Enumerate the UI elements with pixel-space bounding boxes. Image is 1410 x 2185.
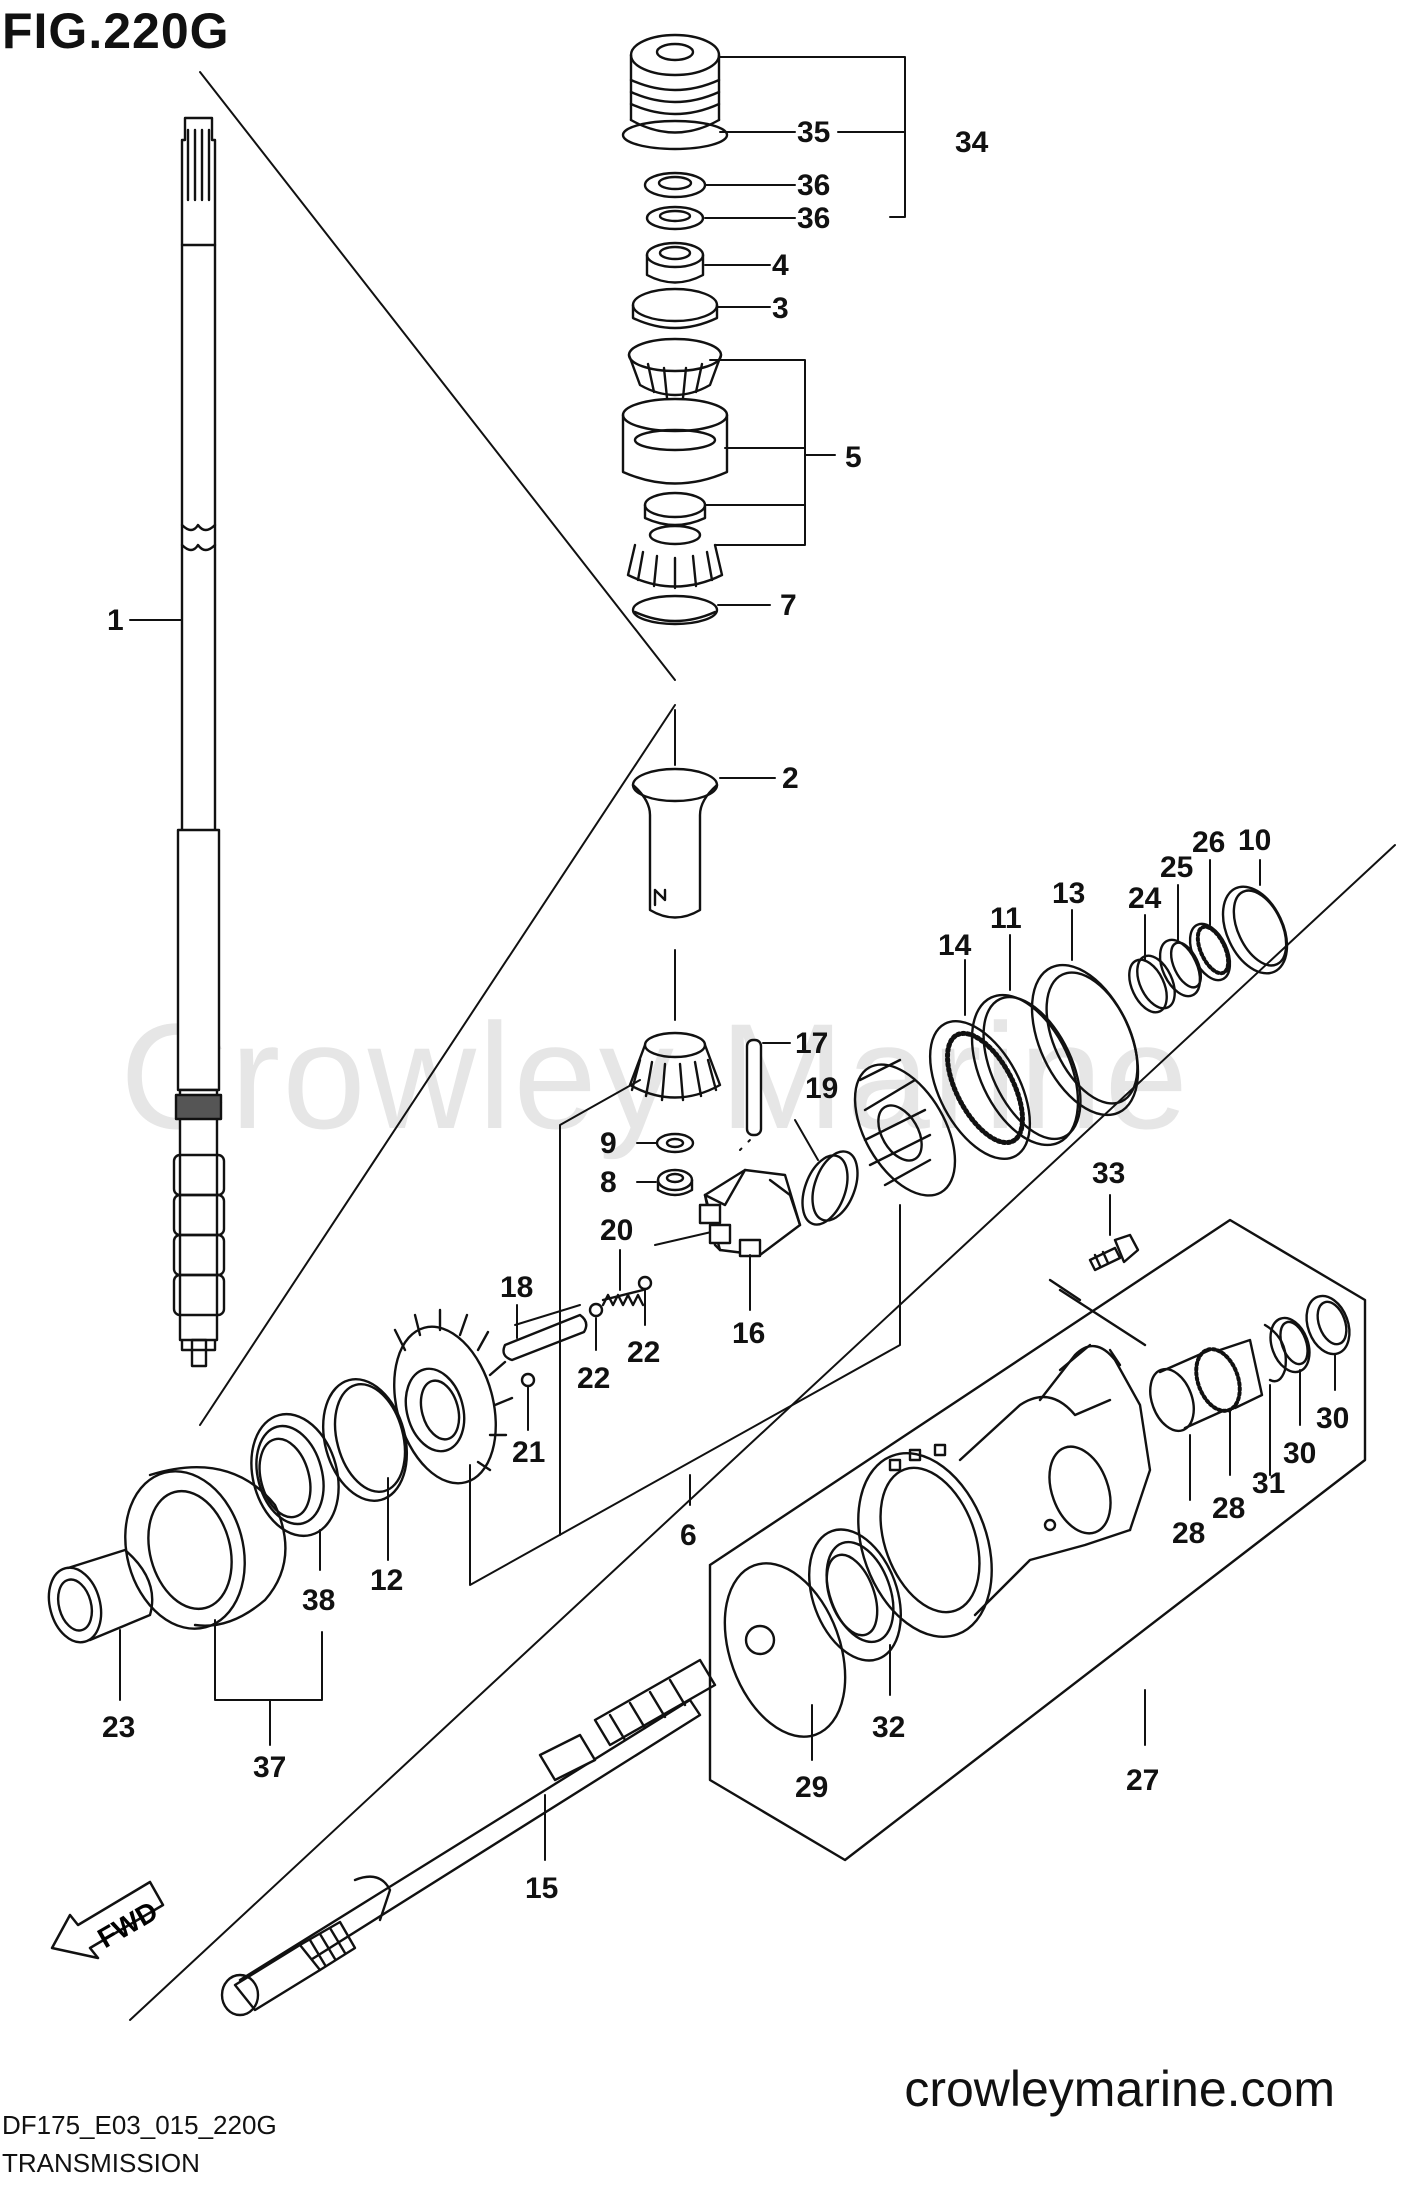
label-2: 2 bbox=[782, 762, 799, 795]
label-26: 26 bbox=[1192, 826, 1225, 859]
label-17: 17 bbox=[795, 1027, 828, 1060]
figure-title: FIG.220G bbox=[2, 3, 230, 59]
snap-ring-31 bbox=[1263, 1323, 1287, 1383]
label-23: 23 bbox=[102, 1711, 135, 1744]
label-12: 12 bbox=[370, 1564, 403, 1597]
label-20: 20 bbox=[600, 1214, 633, 1247]
label-7: 7 bbox=[780, 589, 797, 622]
label-24: 24 bbox=[1128, 882, 1162, 915]
label-31: 31 bbox=[1252, 1467, 1285, 1500]
label-4: 4 bbox=[772, 249, 789, 282]
spacer-23 bbox=[47, 1548, 154, 1644]
part-labels: 1 2 3 4 5 6 7 8 9 10 11 12 13 14 15 16 1… bbox=[102, 116, 1349, 1905]
bearing-32 bbox=[807, 1528, 903, 1662]
spring-20 bbox=[601, 1288, 645, 1307]
gear-case-27 bbox=[857, 1343, 1152, 1638]
label-1: 1 bbox=[107, 604, 124, 637]
shim-11 bbox=[970, 993, 1082, 1147]
box-27 bbox=[708, 1218, 1367, 1862]
pin-17 bbox=[745, 1038, 763, 1137]
bevel-gear-reverse bbox=[393, 1308, 514, 1485]
label-3: 3 bbox=[772, 292, 789, 325]
ring-19 bbox=[801, 1150, 859, 1226]
website-footer: crowleymarine.com bbox=[904, 2061, 1335, 2117]
clutch-16 bbox=[698, 1168, 802, 1258]
bearing-housing-34 bbox=[621, 33, 729, 231]
ring-10 bbox=[1221, 885, 1289, 975]
label-38: 38 bbox=[302, 1584, 335, 1617]
label-36a: 36 bbox=[797, 169, 830, 202]
label-6: 6 bbox=[680, 1519, 697, 1552]
bearing-26 bbox=[1188, 922, 1232, 982]
fwd-arrow-icon: FWD bbox=[50, 1880, 165, 1960]
bearing-housing-37 bbox=[124, 1465, 287, 1630]
label-33: 33 bbox=[1092, 1157, 1125, 1190]
leader-lines bbox=[119, 56, 1336, 1861]
seals-30 bbox=[1269, 1294, 1351, 1374]
ring-7 bbox=[631, 594, 719, 626]
label-10: 10 bbox=[1238, 824, 1271, 857]
label-11: 11 bbox=[990, 902, 1022, 935]
oring-29 bbox=[723, 1562, 847, 1738]
label-27: 27 bbox=[1126, 1764, 1159, 1797]
label-28a: 28 bbox=[1172, 1517, 1205, 1550]
nut-8 bbox=[656, 1168, 694, 1197]
label-8: 8 bbox=[600, 1166, 617, 1199]
label-29: 29 bbox=[795, 1771, 828, 1804]
guide-lines bbox=[129, 71, 1396, 2021]
ball-21 bbox=[520, 1372, 536, 1388]
label-37: 37 bbox=[253, 1751, 286, 1784]
label-25: 25 bbox=[1160, 851, 1193, 884]
label-32: 32 bbox=[872, 1711, 905, 1744]
label-9: 9 bbox=[600, 1127, 617, 1160]
bevel-gear-forward bbox=[853, 1058, 957, 1197]
bearing-set-5 bbox=[621, 337, 729, 590]
label-15: 15 bbox=[525, 1872, 558, 1905]
label-22a: 22 bbox=[577, 1362, 610, 1395]
thrust-bearing-14 bbox=[928, 1019, 1032, 1161]
race-13 bbox=[1030, 963, 1140, 1117]
label-21: 21 bbox=[512, 1436, 545, 1469]
sleeve-2 bbox=[631, 767, 719, 919]
label-13: 13 bbox=[1052, 877, 1085, 910]
drive-shaft bbox=[172, 116, 226, 1368]
shift-pin-18 bbox=[502, 1313, 588, 1362]
washer-9 bbox=[655, 1132, 695, 1154]
shim-12 bbox=[321, 1378, 409, 1502]
diagram-caption: TRANSMISSION bbox=[2, 2148, 200, 2178]
label-30b: 30 bbox=[1316, 1402, 1349, 1435]
label-16: 16 bbox=[732, 1317, 765, 1350]
label-35: 35 bbox=[797, 116, 830, 149]
propeller-shaft-15 bbox=[220, 1624, 776, 2017]
label-19: 19 bbox=[805, 1072, 838, 1105]
label-30a: 30 bbox=[1283, 1437, 1316, 1470]
label-34: 34 bbox=[955, 126, 989, 159]
label-5: 5 bbox=[845, 441, 862, 474]
bearing-4 bbox=[645, 241, 705, 284]
label-36b: 36 bbox=[797, 202, 830, 235]
diagram-code: DF175_E03_015_220G bbox=[2, 2110, 277, 2140]
label-14: 14 bbox=[938, 929, 972, 962]
race-3 bbox=[631, 287, 719, 330]
bushing-24 bbox=[1128, 954, 1176, 1014]
bolt-33 bbox=[1088, 1233, 1140, 1272]
pinion-gear bbox=[628, 1031, 722, 1102]
label-28b: 28 bbox=[1212, 1492, 1245, 1525]
label-22b: 22 bbox=[627, 1336, 660, 1369]
bearings-28 bbox=[1149, 1338, 1264, 1433]
label-18: 18 bbox=[500, 1271, 533, 1304]
